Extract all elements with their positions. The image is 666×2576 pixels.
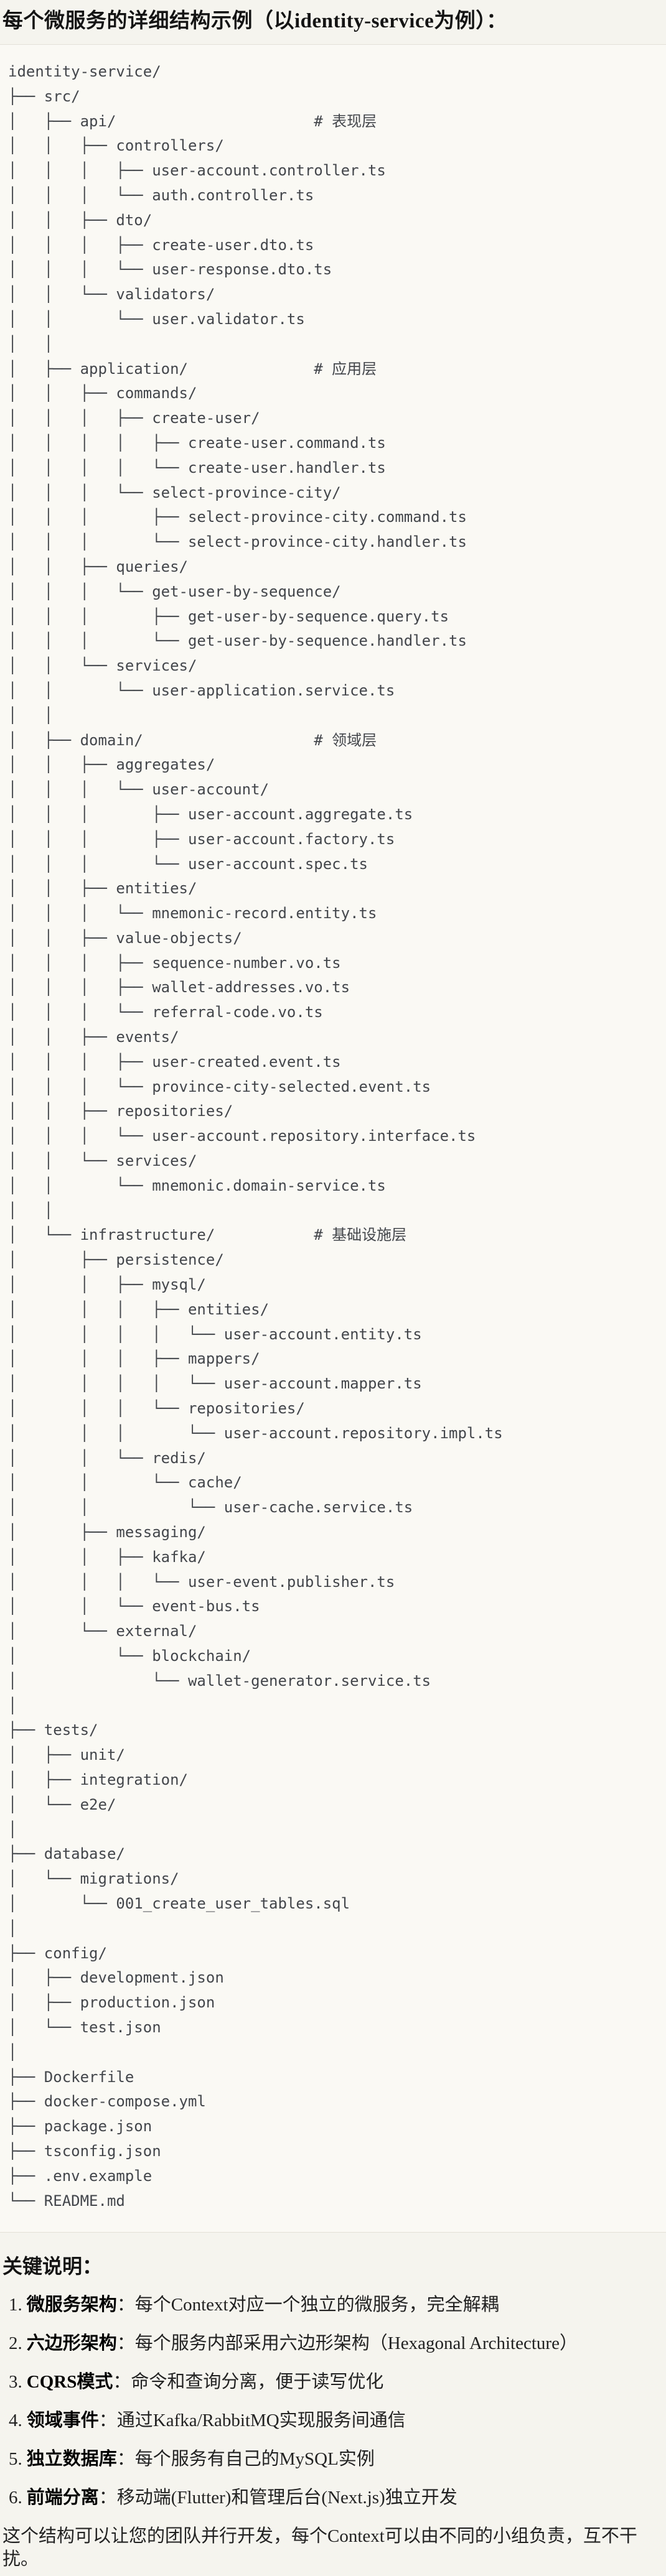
note-item-term: 领域事件 bbox=[26, 2411, 99, 2431]
note-item-number: 5. bbox=[9, 2449, 22, 2470]
notes-list: 1.微服务架构：每个Context对应一个独立的微服务，完全解耦 2.六边形架构… bbox=[2, 2294, 662, 2509]
note-item-number: 2. bbox=[9, 2333, 22, 2354]
note-item-cqrs: 3.CQRS模式：命令和查询分离，便于读写优化 bbox=[9, 2371, 662, 2394]
note-item-desc: ：每个服务内部采用六边形架构（Hexagonal Architecture） bbox=[116, 2333, 578, 2354]
note-item-independent-db: 5.独立数据库：每个服务有自己的MySQL实例 bbox=[9, 2448, 662, 2471]
note-item-term: 前端分离 bbox=[26, 2488, 99, 2508]
note-item-desc: ：每个Context对应一个独立的微服务，完全解耦 bbox=[116, 2295, 499, 2315]
note-item-number: 1. bbox=[9, 2295, 22, 2315]
note-item-desc: ：通过Kafka/RabbitMQ实现服务间通信 bbox=[98, 2411, 406, 2431]
page-title: 每个微服务的详细结构示例（以identity-service为例）： bbox=[2, 10, 507, 32]
code-block: identity-service/ ├── src/ │ ├── api/ # … bbox=[0, 44, 666, 2233]
note-item-frontend-separation: 6.前端分离：移动端(Flutter)和管理后台(Next.js)独立开发 bbox=[9, 2486, 662, 2509]
note-item-term: CQRS模式 bbox=[26, 2372, 113, 2392]
notes-heading: 关键说明： bbox=[2, 2255, 103, 2278]
note-item-microservices: 1.微服务架构：每个Context对应一个独立的微服务，完全解耦 bbox=[9, 2294, 662, 2317]
note-item-number: 6. bbox=[9, 2488, 22, 2508]
note-item-term: 六边形架构 bbox=[26, 2333, 117, 2354]
note-item-number: 3. bbox=[9, 2372, 22, 2392]
note-item-hexagonal: 2.六边形架构：每个服务内部采用六边形架构（Hexagonal Architec… bbox=[9, 2332, 662, 2355]
directory-tree: identity-service/ ├── src/ │ ├── api/ # … bbox=[8, 63, 503, 2210]
note-item-desc: ：每个服务有自己的MySQL实例 bbox=[116, 2449, 375, 2470]
note-item-term: 独立数据库 bbox=[26, 2449, 117, 2470]
note-item-number: 4. bbox=[9, 2411, 22, 2431]
note-item-term: 微服务架构 bbox=[26, 2295, 117, 2315]
note-item-desc: ：移动端(Flutter)和管理后台(Next.js)独立开发 bbox=[98, 2488, 457, 2508]
note-item-desc: ：命令和查询分离，便于读写优化 bbox=[113, 2372, 384, 2392]
note-item-domain-events: 4.领域事件：通过Kafka/RabbitMQ实现服务间通信 bbox=[9, 2409, 662, 2432]
closing-paragraph: 这个结构可以让您的团队并行开发，每个Context可以由不同的小组负责，互不干扰… bbox=[2, 2526, 637, 2570]
notes-section: 关键说明： 1.微服务架构：每个Context对应一个独立的微服务，完全解耦 2… bbox=[0, 2253, 666, 2576]
